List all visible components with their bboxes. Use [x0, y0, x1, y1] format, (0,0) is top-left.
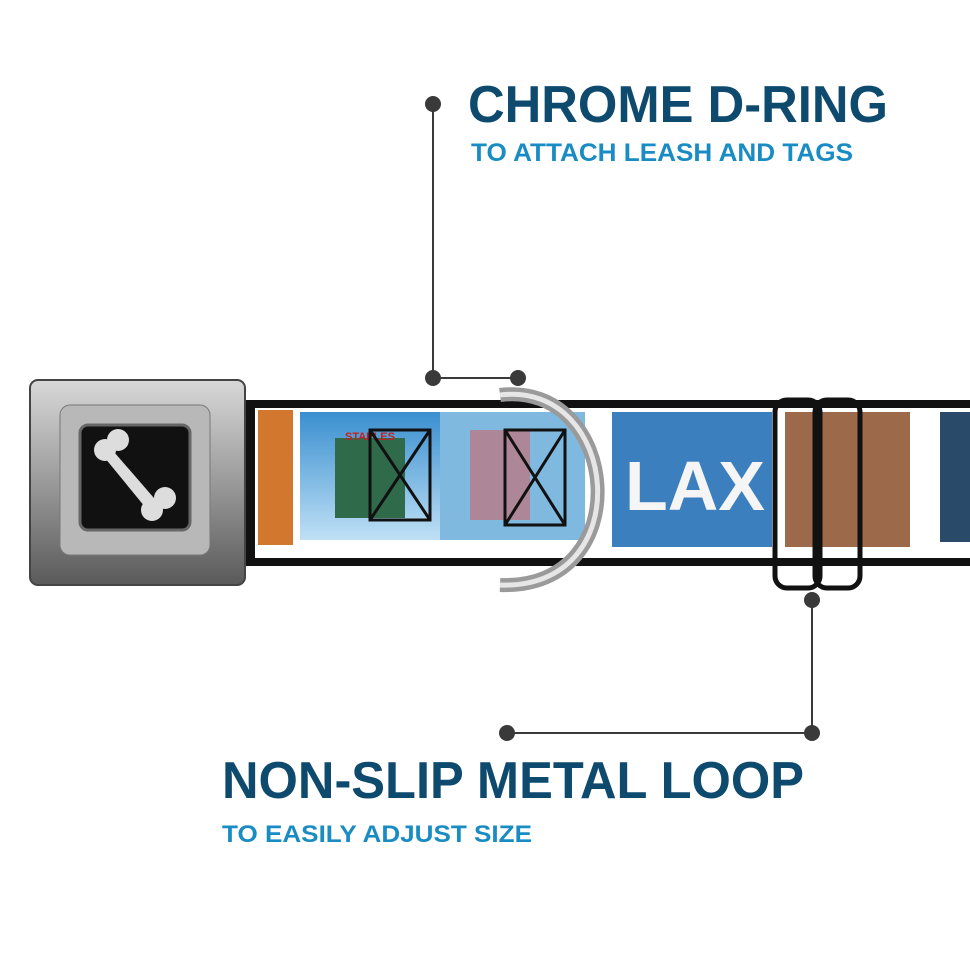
stitch-box-2: [503, 428, 567, 527]
photo-panels: STAPLES LAX: [258, 410, 970, 547]
metal-loop-leader-line: [499, 592, 820, 741]
metal-loop-title: NON-SLIP METAL LOOP: [222, 752, 804, 810]
bone-logo-icon: [94, 429, 176, 521]
lax-print-text: LAX: [625, 447, 765, 525]
d-ring-leader-line: [425, 96, 526, 386]
collar-strap: STAPLES LAX: [240, 400, 970, 566]
metal-loop-subtitle: TO EASILY ADJUST SIZE: [222, 821, 532, 848]
metal-loop: [772, 397, 863, 591]
stitch-box-1: [368, 428, 432, 522]
seatbelt-buckle: [29, 379, 246, 586]
d-ring-subtitle: TO ATTACH LEASH AND TAGS: [471, 139, 853, 167]
d-ring-title: CHROME D-RING: [468, 76, 888, 134]
